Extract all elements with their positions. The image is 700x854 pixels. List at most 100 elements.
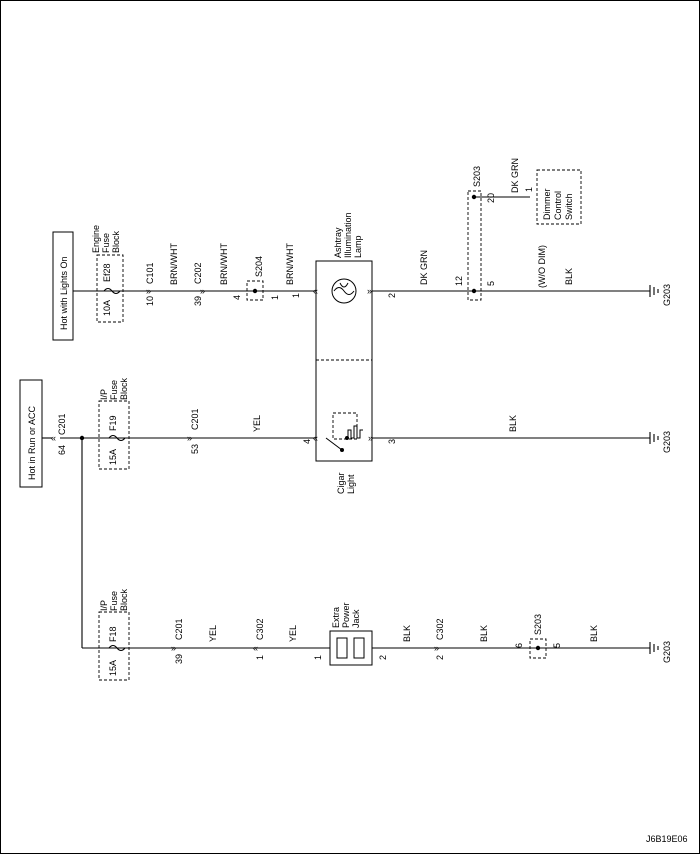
supply-label-lights-on: Hot with Lights On: [59, 256, 69, 330]
connector-c202-symbol: »: [200, 286, 205, 296]
supply-label-run-acc: Hot in Run or ACC: [27, 405, 37, 480]
jack-label-line2: Power: [341, 602, 351, 628]
svg-text:«: «: [313, 433, 318, 443]
dimmer-pin: 1: [524, 187, 534, 192]
splice-s204-dot: [252, 288, 258, 294]
fuse-block-line1: I/P: [99, 600, 109, 611]
connector-symbol: »: [434, 643, 439, 653]
connector-c101-name: C101: [145, 262, 155, 284]
connector-c201-top-symbol: «: [51, 433, 56, 443]
ground-label: G203: [662, 431, 672, 453]
wire-color-label: BLK: [402, 625, 412, 642]
splice-s204-name: S204: [254, 256, 264, 277]
ground-symbol: [649, 432, 659, 444]
fuse-name: F19: [108, 415, 118, 431]
splice-s203-bottom-box: [529, 638, 547, 659]
splice-s203-box: [467, 190, 482, 301]
cigar-label-line2: Light: [346, 474, 356, 494]
wire-color-label: YEL: [252, 415, 262, 432]
cigar-light-symbol: « »: [313, 412, 373, 452]
fuse-block-f18: [98, 611, 130, 681]
splice-s203-bottom-pin-in: 6: [514, 643, 524, 648]
ground-label: G203: [662, 641, 672, 663]
row-ashtray: Hot with Lights On Engine Fuse Block Ef2…: [52, 225, 650, 341]
wire-color-label: BRN/WHT: [219, 243, 229, 285]
figure-id: J6B19E06: [646, 834, 688, 844]
connector-name: C302: [435, 618, 445, 640]
ashtray-label-line3: Lamp: [353, 235, 363, 258]
connector-symbol: »: [187, 433, 192, 443]
svg-text:»: »: [367, 286, 372, 296]
cigar-pin-in: 4: [302, 439, 312, 444]
splice-s204-box: [246, 280, 264, 301]
row-ashtray-ground: DK GRN S203 20 12 5 DK GRN 1 Dimmer Cont…: [419, 158, 672, 306]
wire-color-label: BLK: [564, 268, 574, 285]
svg-text:»: »: [368, 433, 373, 443]
jack-label-line3: Jack: [351, 609, 361, 628]
wire-color-label: BRN/WHT: [285, 243, 295, 285]
connector-c202-pin: 39: [193, 296, 203, 306]
jack-pin-out: 2: [378, 655, 388, 660]
fuse-block-ef28: [96, 254, 124, 323]
ashtray-pin-in: 1: [291, 293, 301, 298]
fuse-rating: 10A: [102, 300, 112, 316]
supply-box-lights-on: [52, 231, 74, 341]
splice-s203-pin-a: 20: [486, 193, 496, 203]
wire-color-label: DK GRN: [510, 158, 520, 193]
fuse-block-line2: Fuse: [101, 233, 111, 253]
dimmer-control-switch: [536, 169, 582, 225]
row-cigar: Hot in Run or ACC « C201 64 I/P Fuse Blo…: [19, 377, 672, 648]
ground-symbol: [649, 285, 659, 297]
cigar-pin-out: 3: [387, 439, 397, 444]
fuse-rating: 15A: [108, 449, 118, 465]
connector-pin: 2: [435, 655, 445, 660]
supply-box-run-acc: [19, 379, 43, 488]
wire-color-label: DK GRN: [419, 250, 429, 285]
ground-symbol: [649, 642, 659, 654]
ashtray-lamp-symbol: « » Ashtray Illumination Lamp 2: [313, 212, 397, 304]
component-box-ashtray-cigar: [315, 260, 373, 462]
fuse-block-line3: Block: [111, 230, 121, 253]
splice-s204-pin-in: 4: [232, 295, 242, 300]
connector-c101-pin: 10: [145, 296, 155, 306]
connector-c202-name: C202: [193, 262, 203, 284]
fuse-name: F18: [108, 626, 118, 642]
svg-text:«: «: [313, 286, 318, 296]
fuse-block-line1: Engine: [91, 225, 101, 253]
fuse-block-line2: Fuse: [109, 591, 119, 611]
jack-pin-in: 1: [313, 655, 323, 660]
fuse-block-line1: I/P: [99, 389, 109, 400]
connector-name: C302: [255, 618, 265, 640]
splice-s203-pin-c: 5: [486, 281, 496, 286]
cigar-label-line1: Cigar: [336, 472, 346, 494]
connector-c201-top-name: C201: [57, 413, 67, 435]
wire-color-label: BLK: [508, 415, 518, 432]
ashtray-label-line2: Illumination: [343, 212, 353, 258]
connector-name: C201: [190, 408, 200, 430]
wire-color-label: BLK: [479, 625, 489, 642]
wire-color-label: BRN/WHT: [169, 243, 179, 285]
fuse-block-f19: [98, 400, 130, 470]
connector-c101-symbol: »: [146, 286, 151, 296]
wire-color-label: YEL: [208, 625, 218, 642]
wire-color-label: YEL: [288, 625, 298, 642]
wire-color-label: BLK: [589, 625, 599, 642]
splice-s204-pin-out: 1: [270, 295, 280, 300]
connector-c201-top-pin: 64: [57, 445, 67, 455]
connector-pin: 53: [190, 444, 200, 454]
fuse-block-line3: Block: [119, 588, 129, 611]
fuse-ef28-symbol: [103, 287, 121, 295]
dimmer-label-line1: Dimmer: [542, 189, 552, 221]
row-extra-jack: I/P Fuse Block F18 15A » C201 39 YEL « C…: [82, 588, 672, 681]
ashtray-label-line1: Ashtray: [333, 227, 343, 258]
splice-s203-bottom-name: S203: [533, 614, 543, 635]
splice-s203-name: S203: [472, 166, 482, 187]
connector-pin: 39: [174, 654, 184, 664]
splice-s203-pin-b: 12: [454, 276, 464, 286]
wo-dim-note: (W/O DIM): [537, 245, 547, 288]
ashtray-pin-out: 2: [387, 293, 397, 298]
connector-symbol: «: [253, 643, 258, 653]
connector-pin: 1: [255, 655, 265, 660]
fuse-block-line3: Block: [119, 377, 129, 400]
